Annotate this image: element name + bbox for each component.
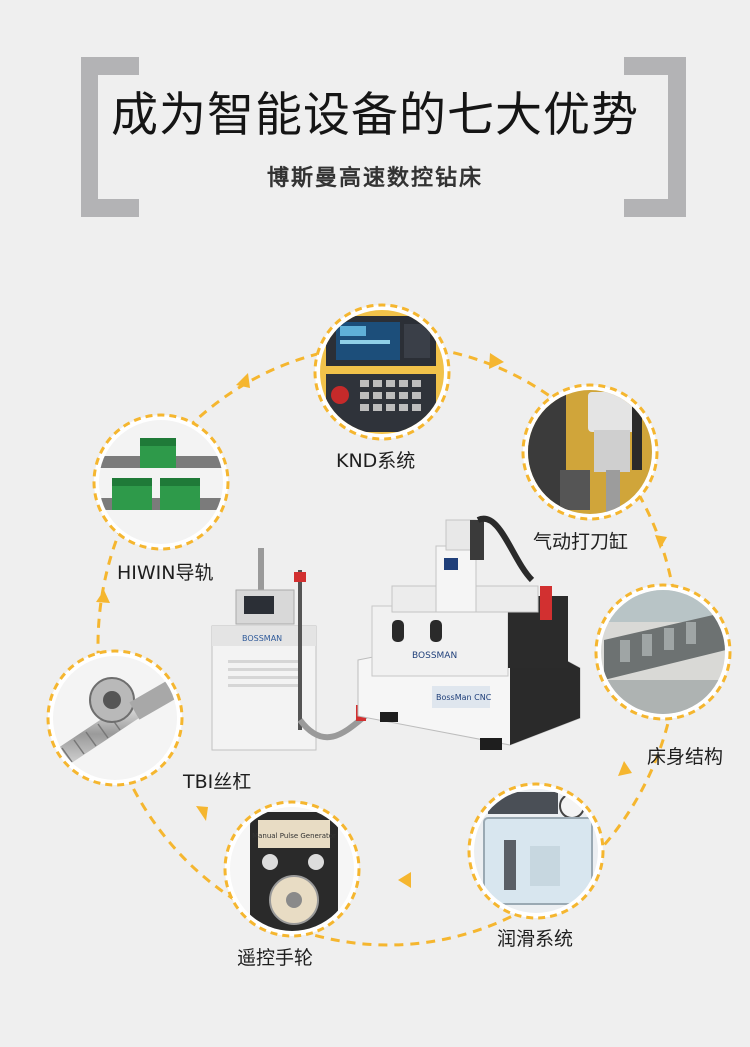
handwheel-pendant-image: Manual Pulse Generator [223, 800, 361, 938]
feature-label-lubrication-system: 润滑系统 [497, 928, 574, 950]
arrow-icon [96, 590, 110, 603]
cabinet-logo: BOSSMAN [242, 634, 282, 643]
ball-screw-image [46, 649, 184, 787]
machine-bed-image [594, 583, 732, 721]
machine-logo: BOSSMAN [412, 651, 457, 661]
feature-label-bed-structure: 床身结构 [647, 746, 724, 768]
arrow-icon [489, 353, 504, 369]
feature-label-handwheel: 遥控手轮 [237, 947, 314, 969]
machine-body: BOSSMAN BossMan CNC [357, 515, 581, 750]
left-bracket-decoration [81, 57, 139, 217]
right-bracket-decoration [624, 57, 686, 217]
arrow-icon [655, 535, 667, 549]
arrow-icon [236, 373, 250, 388]
page-title: 成为智能设备的七大优势 [111, 88, 639, 143]
page-subtitle: 博斯曼高速数控钻床 [266, 166, 483, 191]
lubrication-system-image [467, 782, 605, 920]
arrow-icon [618, 761, 632, 776]
machine-model: BossMan CNC [436, 693, 492, 702]
knd-controller-image [313, 303, 451, 441]
feature-label-knd-system: KND系统 [336, 450, 416, 472]
feature-label-pneumatic-cylinder: 气动打刀缸 [533, 531, 629, 553]
feature-label-hiwin-guide: HIWIN导轨 [117, 562, 214, 584]
arrow-icon [196, 806, 208, 821]
feature-label-tbi-ball-screw: TBI丝杠 [183, 771, 252, 793]
linear-guide-image [92, 413, 230, 551]
arrow-icon [398, 872, 411, 888]
control-cabinet: BOSSMAN [211, 548, 317, 751]
handwheel-caption: Manual Pulse Generator [252, 832, 336, 840]
